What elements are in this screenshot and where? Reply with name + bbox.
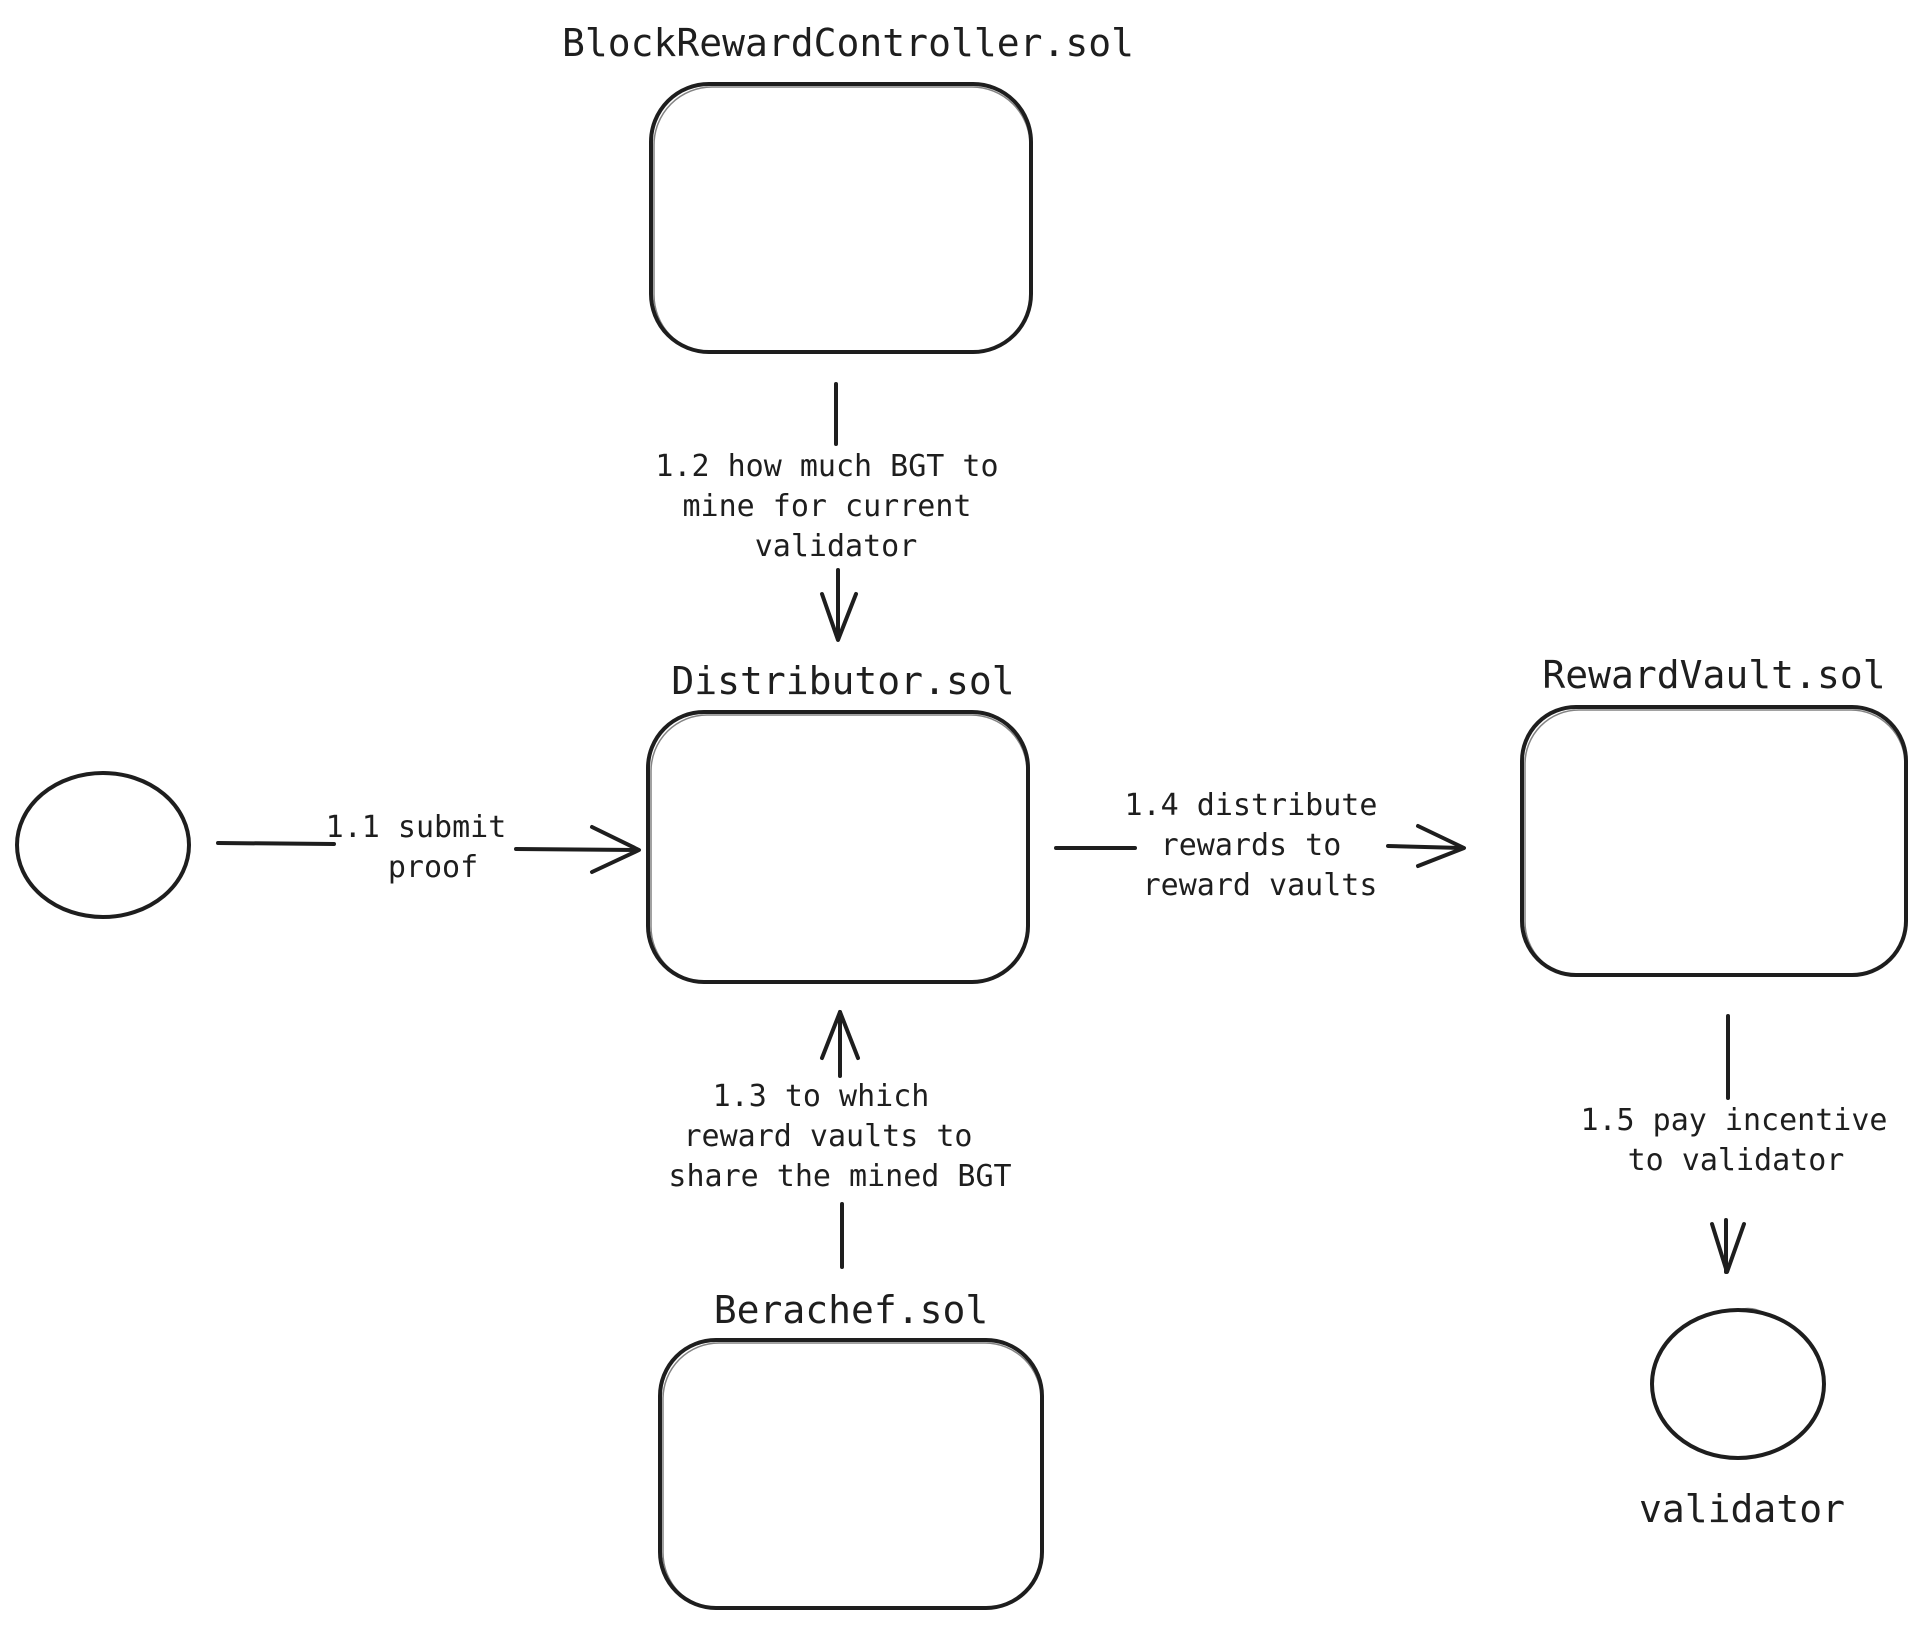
edge-label-line: share the mined BGT xyxy=(668,1159,1011,1194)
node-validator[interactable]: validator xyxy=(1639,1307,1845,1531)
edge-line xyxy=(1386,844,1464,850)
edge-label: 1.5 pay incentive to validator xyxy=(1580,1103,1905,1178)
edge-line xyxy=(216,841,336,846)
edge-label: 1.4 distribute rewards to reward vaults xyxy=(1125,788,1396,903)
node-box-sketch xyxy=(653,86,1031,354)
edge-label-line: reward vaults xyxy=(1143,868,1378,903)
edge-label-line: 1.1 submit xyxy=(326,810,507,845)
node-block-reward-controller[interactable]: BlockRewardController.sol xyxy=(562,21,1134,354)
edge-1-1-submit-proof[interactable]: 1.1 submit proof xyxy=(216,810,641,885)
node-distributor[interactable]: Distributor.sol xyxy=(646,659,1030,984)
node-title: Berachef.sol xyxy=(714,1288,989,1332)
arrowhead-icon xyxy=(1416,824,1466,868)
node-berachef[interactable]: Berachef.sol xyxy=(658,1288,1044,1610)
submitter-circle xyxy=(15,771,191,919)
arrowhead-icon xyxy=(820,1010,860,1060)
edge-label-line: to validator xyxy=(1628,1143,1845,1178)
edge-label-line: proof xyxy=(388,850,478,885)
edge-label: 1.1 submit proof xyxy=(326,810,525,885)
node-box xyxy=(658,1338,1044,1610)
edge-label-line: 1.5 pay incentive xyxy=(1580,1103,1887,1138)
arrowhead-icon xyxy=(820,592,858,642)
circle-sketch-tick xyxy=(95,771,123,777)
node-box xyxy=(649,82,1033,354)
edge-label-line: reward vaults to xyxy=(683,1119,972,1154)
arrowhead-icon xyxy=(1710,1222,1746,1274)
edge-label-line: mine for current xyxy=(682,489,971,524)
validator-label: validator xyxy=(1639,1487,1845,1531)
node-box xyxy=(1520,705,1908,977)
arrowhead-icon xyxy=(590,825,641,874)
edge-label-line: validator xyxy=(755,529,918,564)
edge-label-line: 1.3 to which xyxy=(713,1079,930,1114)
edge-label-line: 1.4 distribute xyxy=(1125,788,1378,823)
edge-1-3-to-which-vaults[interactable]: 1.3 to which reward vaults to share the … xyxy=(668,1010,1012,1269)
edge-1-2-how-much-bgt[interactable]: 1.2 how much BGT to mine for current val… xyxy=(655,382,1016,642)
edge-label: 1.3 to which reward vaults to share the … xyxy=(668,1079,1011,1194)
node-submitter[interactable] xyxy=(15,771,191,919)
node-title: RewardVault.sol xyxy=(1542,653,1885,697)
edge-line xyxy=(514,847,639,852)
node-box xyxy=(646,710,1030,984)
node-box-sketch xyxy=(662,1342,1042,1610)
node-title: Distributor.sol xyxy=(671,659,1014,703)
edge-1-4-distribute-rewards[interactable]: 1.4 distribute rewards to reward vaults xyxy=(1054,788,1466,903)
circle-sketch-tick xyxy=(1737,1307,1765,1314)
validator-circle xyxy=(1650,1308,1826,1460)
node-reward-vault[interactable]: RewardVault.sol xyxy=(1520,653,1908,977)
node-box-sketch xyxy=(1524,709,1906,977)
node-box-sketch xyxy=(650,714,1028,984)
edge-label-line: 1.2 how much BGT to xyxy=(655,449,998,484)
node-title: BlockRewardController.sol xyxy=(562,21,1134,65)
edge-label-line: rewards to xyxy=(1161,828,1342,863)
edge-label: 1.2 how much BGT to mine for current val… xyxy=(655,449,1016,564)
edge-1-5-pay-incentive[interactable]: 1.5 pay incentive to validator xyxy=(1580,1014,1905,1274)
